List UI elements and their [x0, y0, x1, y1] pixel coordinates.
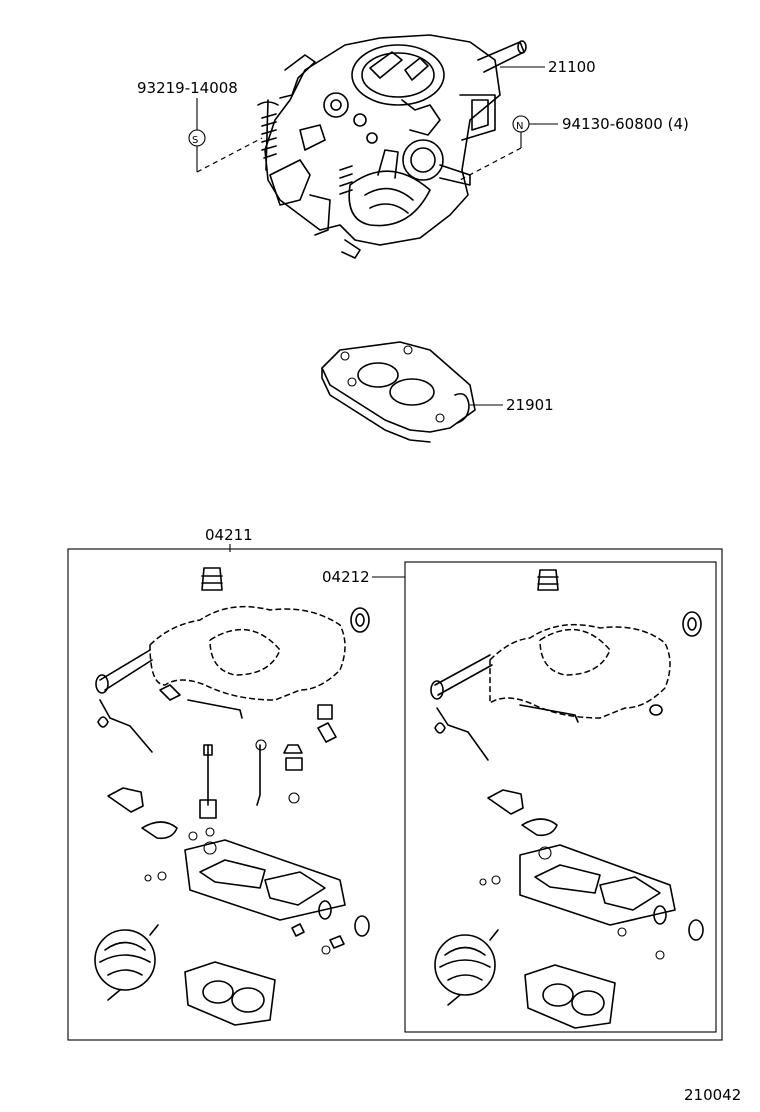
- kit-inner-part-number: 04212: [322, 568, 370, 586]
- diagram-number: 210042: [684, 1086, 741, 1104]
- screw-symbol: S: [192, 135, 198, 146]
- carburetor-callout: 21100: [500, 58, 596, 76]
- carburetor-insulator: [321, 341, 476, 443]
- gasket-kit-outer: 04211: [67, 526, 723, 1041]
- nut-symbol: N: [516, 121, 523, 132]
- insulator-callout: 21901: [470, 396, 554, 414]
- kit-outer-parts: [94, 567, 370, 1026]
- screw-part-number: 93219-14008: [137, 79, 238, 97]
- screw-callout: 93219-14008 S: [137, 79, 263, 173]
- kit-inner-parts: [430, 569, 704, 1029]
- carburetor-part-number: 21100: [548, 58, 596, 76]
- kit-outer-part-number: 04211: [205, 526, 253, 544]
- nut-callout: N 94130-60800 (4): [459, 115, 689, 181]
- nut-part-number: 94130-60800 (4): [562, 115, 689, 133]
- gasket-kit-inner: 04212: [322, 561, 717, 1033]
- carburetor-assembly: [257, 34, 527, 259]
- insulator-part-number: 21901: [506, 396, 554, 414]
